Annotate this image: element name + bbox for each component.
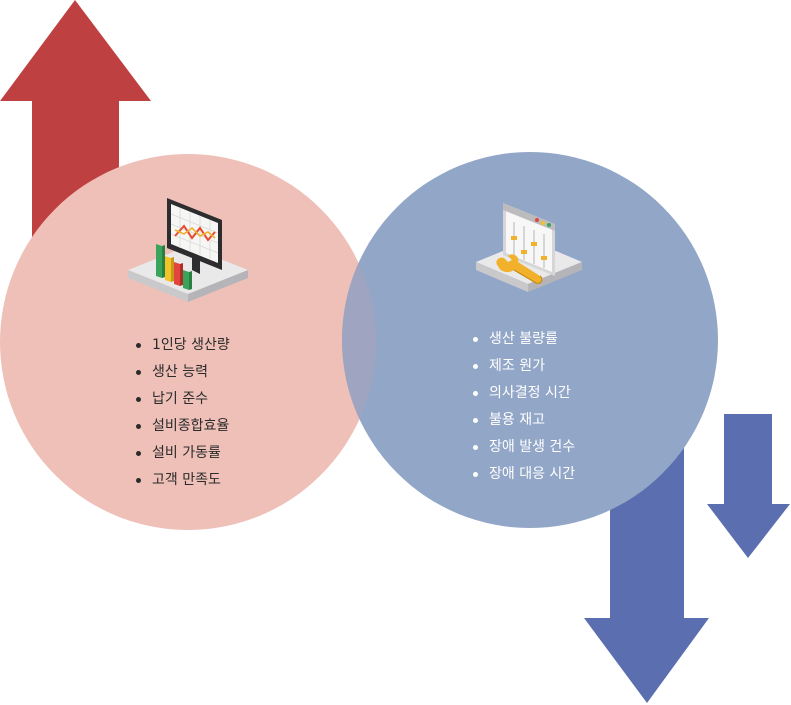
list-item: 납기 준수	[134, 386, 230, 413]
list-item: 고객 만족도	[134, 467, 230, 494]
down-arrow-small	[707, 414, 790, 558]
monitor-bar-chart-icon	[128, 198, 248, 302]
list-item: 제조 원가	[471, 353, 575, 380]
left-circle	[0, 154, 376, 530]
list-item: 의사결정 시간	[471, 380, 575, 407]
right-circle	[342, 152, 718, 528]
list-item: 장애 발생 건수	[471, 434, 575, 461]
list-item: 생산 불량률	[471, 326, 575, 353]
list-item: 장애 대응 시간	[471, 461, 575, 488]
list-item: 생산 능력	[134, 359, 230, 386]
settings-panel-wrench-icon	[476, 203, 582, 292]
list-item: 1인당 생산량	[134, 332, 230, 359]
list-item: 설비 가동률	[134, 440, 230, 467]
right-kpi-list: 생산 불량률 제조 원가 의사결정 시간 불용 재고 장애 발생 건수 장애 대…	[471, 326, 575, 488]
list-item: 불용 재고	[471, 407, 575, 434]
list-item: 설비종합효율	[134, 413, 230, 440]
left-kpi-list: 1인당 생산량 생산 능력 납기 준수 설비종합효율 설비 가동률 고객 만족도	[134, 332, 230, 494]
